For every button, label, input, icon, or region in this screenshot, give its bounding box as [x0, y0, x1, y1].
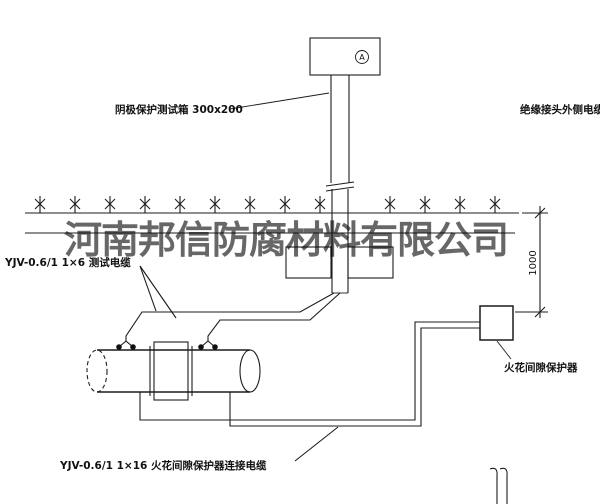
insulating-joint	[153, 341, 189, 401]
label-test-box: 阴极保护测试箱 300x200	[115, 103, 243, 116]
weld-point	[130, 344, 136, 350]
weld-point	[116, 344, 122, 350]
meter-letter: A	[359, 53, 365, 62]
ground-line	[25, 195, 519, 234]
label-spark-gap: 火花间隙保护器	[504, 361, 578, 374]
label-test-cable: YJV-0.6/1 1×6 测试电缆	[4, 256, 131, 269]
pipe	[86, 341, 261, 401]
leader-line-protector	[496, 340, 512, 360]
pipe-end	[239, 349, 261, 393]
soil-symbols	[34, 195, 501, 214]
pipe-detail-symbol	[489, 467, 508, 504]
spark-gap-protector	[479, 305, 514, 360]
riser-conduit	[325, 75, 355, 294]
leader-line-test-cable	[139, 265, 177, 319]
dim-tick	[534, 207, 546, 219]
weld-point	[212, 344, 218, 350]
break-mark	[325, 186, 355, 192]
watermark-text: 河南邦信防腐材料有限公司	[64, 217, 508, 262]
leader-line-test-cable	[139, 265, 157, 312]
weld-point	[198, 344, 204, 350]
concrete-blocks	[285, 246, 394, 279]
break-mark	[325, 181, 355, 187]
leader-line-connect-cable	[294, 426, 339, 462]
dimension-1000	[515, 206, 548, 318]
test-cables	[118, 265, 341, 348]
label-connect-cable: YJV-0.6/1 1×16 火花间隙保护器连接电缆	[59, 459, 267, 472]
pipe-end-hidden	[86, 349, 108, 393]
label-outer-cable: 绝缘接头外侧电缆	[520, 103, 600, 116]
meter-symbol	[355, 50, 369, 64]
protector-cables	[139, 321, 480, 462]
leader-line-test-box	[229, 92, 330, 110]
test-box: A	[309, 37, 381, 76]
dim-tick	[534, 306, 546, 318]
label-dim-1000: 1000	[528, 250, 539, 275]
